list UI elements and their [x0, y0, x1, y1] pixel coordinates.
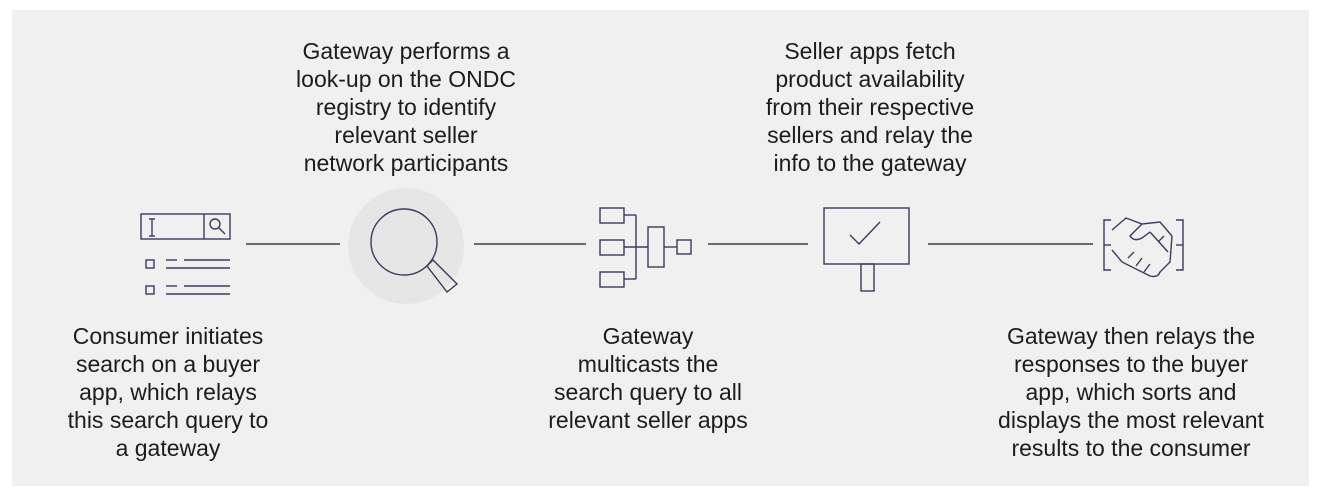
magnifier-icon: [348, 188, 464, 304]
search-form-icon: [140, 213, 231, 295]
checkmark-sign-icon: [823, 207, 910, 292]
step-4-caption: Seller apps fetch product availability f…: [765, 38, 975, 176]
step-3-caption: Gateway multicasts the search query to a…: [548, 323, 748, 433]
step-2-caption: Gateway performs a look-up on the ONDC r…: [296, 38, 516, 176]
diagram-panel: [12, 10, 1309, 486]
handshake-icon: [1103, 217, 1184, 278]
step-5-caption: Gateway then relays the responses to the…: [998, 323, 1264, 461]
step-1-caption: Consumer initiates search on a buyer app…: [67, 323, 269, 461]
multicast-tree-icon: [599, 207, 692, 288]
